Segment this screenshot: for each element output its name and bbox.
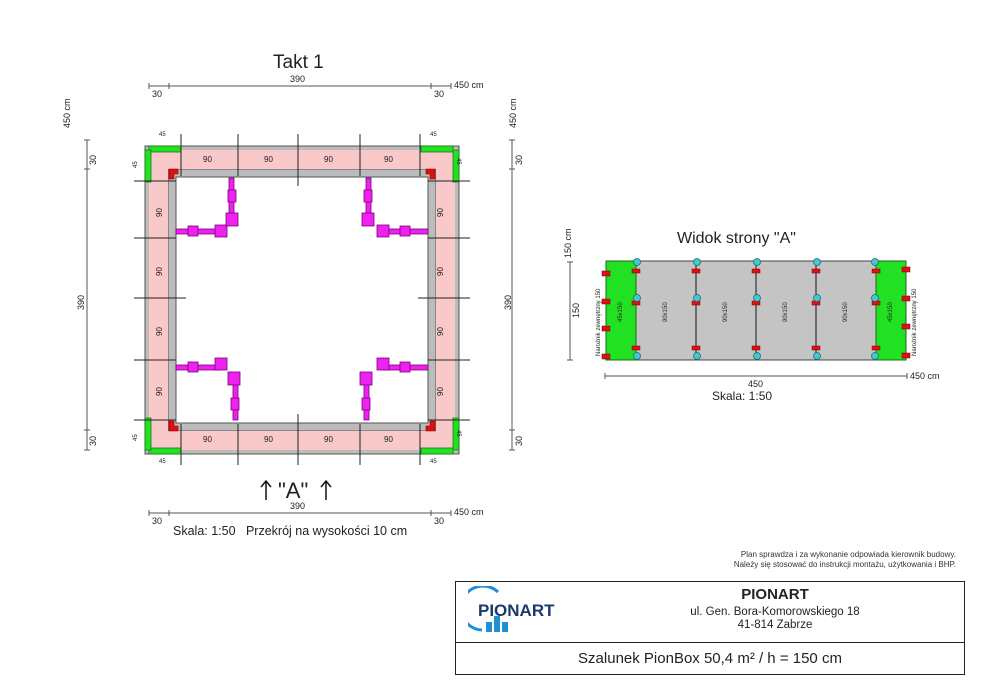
company-name: PIONART [741,586,809,603]
right-dimension-line [509,139,515,451]
top-panel-label: 90 [324,155,333,164]
right-dim-total: 450 cm [508,98,518,128]
left-dim-total: 450 cm [62,98,72,128]
view-a-arrows [260,479,332,500]
corner-label: 45 [133,434,139,441]
side-view-dim-vertical [567,261,573,361]
project-description: Szalunek PionBox 50,4 m² / h = 150 cm [578,650,842,667]
title-block-header: PIONART PIONART ul. Gen. Bora-Komorowski… [456,582,964,643]
corner-label: 45 [455,430,461,437]
corner-note-right: Narożnik zewnętrzny 150 [912,288,918,356]
left-dimension-line [84,139,90,451]
diagonal-braces [175,177,429,421]
corner-note-left: Narożnik zewnętrzny 150 [596,288,602,356]
left-dim-top: 30 [88,154,98,165]
top-dimension-line [148,83,452,89]
left-panel-label: 90 [155,387,164,396]
side-panel-label: 90x150 [663,302,669,322]
left-panel-label: 90 [155,327,164,336]
side-view-clamps [601,266,911,360]
bottom-dim-right: 30 [434,516,445,526]
responsibility-note: Plan sprawdza i za wykonanie odpowiada k… [734,550,956,570]
bottom-panel-label: 90 [203,435,212,444]
bottom-dimension-line [148,510,452,516]
inner-corner-clamps [168,168,436,432]
top-dim-total: 450 cm [454,80,484,90]
right-panel-label: 90 [436,267,445,276]
side-view-height-total: 150 cm [563,228,573,258]
corner-label: 45 [133,161,139,168]
left-panel-label: 90 [155,208,164,217]
top-dim-left: 30 [152,89,163,99]
address-line-2: 41-814 Zabrze [737,619,813,631]
left-dim-bottom: 30 [88,435,98,446]
corner-label: 45 [430,459,437,465]
view-a-marker-label: "A" [278,478,309,503]
side-view-width-total: 450 cm [910,371,940,381]
plan-view-title: Takt 1 [273,52,324,73]
top-panel-label: 90 [203,155,212,164]
side-panel-label: 45x150 [888,302,894,322]
title-block: PIONART PIONART ul. Gen. Bora-Komorowski… [455,581,965,675]
corner-pieces [144,145,460,455]
left-dim-middle: 390 [76,294,86,310]
address-line-1: ul. Gen. Bora-Komorowskiego 18 [690,606,860,618]
logo-text: PIONART [478,601,555,620]
side-panel-label: 90x150 [843,302,849,322]
bottom-dim-left: 30 [152,516,163,526]
top-dim-right: 30 [434,89,445,99]
corner-label: 45 [455,158,461,165]
bottom-panel-label: 90 [264,435,273,444]
note-line-1: Plan sprawdza i za wykonanie odpowiada k… [740,550,956,559]
side-view-connectors [633,258,879,360]
side-view-width-value: 450 [748,379,764,389]
side-view-panels [605,260,907,361]
side-panel-label: 90x150 [723,302,729,322]
right-dim-bottom: 30 [514,435,524,446]
corner-label: 45 [159,459,166,465]
side-view-dim-horizontal [604,373,908,379]
side-view-scale: Skala: 1:50 [712,389,773,403]
tie-lines [134,134,470,465]
side-view-height-value: 150 [571,302,581,318]
bottom-panel-label: 90 [324,435,333,444]
left-panel-label: 90 [155,267,164,276]
side-panel-label: 45x150 [618,302,624,322]
corner-label: 45 [430,132,437,138]
side-view-title: Widok strony "A" [677,230,796,247]
company-address: ul. Gen. Bora-Komorowskiego 18 41-814 Za… [586,606,964,632]
right-dim-middle: 390 [503,294,513,310]
right-panel-label: 90 [436,327,445,336]
right-dim-top: 30 [514,154,524,165]
right-panel-label: 90 [436,208,445,217]
side-panel-label: 90x150 [783,302,789,322]
bottom-dim-middle: 390 [290,501,306,511]
bottom-dim-total: 450 cm [454,507,484,517]
corner-label: 45 [159,132,166,138]
plan-view-caption: Skala: 1:50 Przekrój na wysokości 10 cm [173,524,408,538]
note-line-2: Należy się stosować do instrukcji montaż… [733,560,956,569]
top-panel-label: 90 [384,155,393,164]
top-panel-label: 90 [264,155,273,164]
top-dim-middle: 390 [290,74,306,84]
right-panel-label: 90 [436,387,445,396]
bottom-panel-label: 90 [384,435,393,444]
pionart-logo: PIONART [459,584,558,638]
